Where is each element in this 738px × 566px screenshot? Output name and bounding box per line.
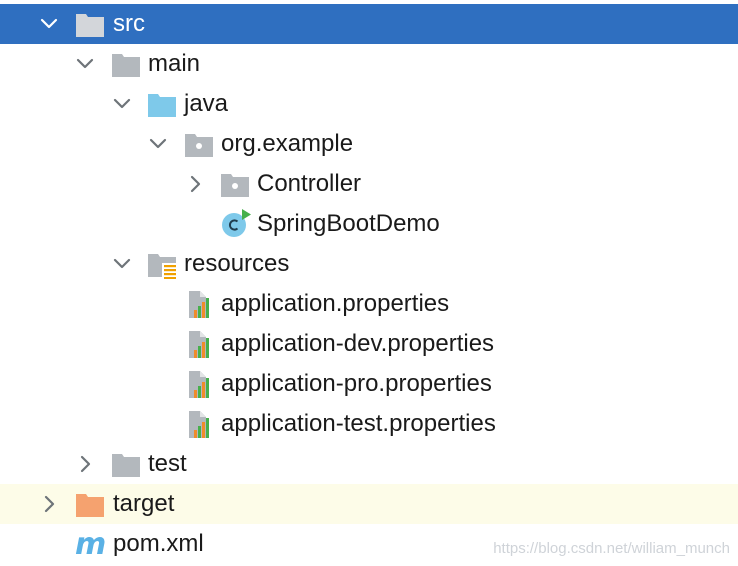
tree-row-application-properties[interactable]: application.properties [0,284,738,324]
tree-row-application-test-properties[interactable]: application-test.properties [0,404,738,444]
tree-row-main[interactable]: main [0,44,738,84]
package-icon [220,164,254,204]
tree-label-main: main [148,50,201,77]
chevron-down-icon[interactable] [110,84,134,124]
tree-label-pom-xml: pom.xml [113,530,204,557]
spring-boot-class-icon [220,204,254,244]
watermark: https://blog.csdn.net/william_munch [493,540,730,557]
properties-file-icon [186,364,220,404]
tree-label-target: target [113,490,175,517]
tree-label-application-dev-properties: application-dev.properties [221,330,495,357]
properties-file-icon [186,284,220,324]
chevron-down-icon[interactable] [146,124,170,164]
tree-label-application-pro-properties: application-pro.properties [221,370,492,397]
svg-text:m: m [75,527,106,562]
package-icon [184,124,218,164]
tree-row-controller[interactable]: Controller [0,164,738,204]
tree-row-pom-xml[interactable]: m pom.xml [0,524,738,564]
tree-row-resources[interactable]: resources [0,244,738,284]
tree-label-test: test [148,450,187,477]
tree-label-application-properties: application.properties [221,290,450,317]
source-folder-icon [147,84,181,124]
tree-label-springbootdemo: SpringBootDemo [257,210,440,237]
tree-row-java[interactable]: java [0,84,738,124]
tree-label-controller: Controller [257,170,362,197]
tree-row-springbootdemo[interactable]: SpringBootDemo [0,204,738,244]
tree-row-application-pro-properties[interactable]: application-pro.properties [0,364,738,404]
tree-label-resources: resources [184,250,290,277]
chevron-right-icon[interactable] [37,484,61,524]
chevron-down-icon[interactable] [73,44,97,84]
excluded-folder-icon [75,484,109,524]
tree-label-org-example: org.example [221,130,354,157]
maven-file-icon: m [74,524,108,564]
tree-label-src: src [113,10,145,37]
chevron-right-icon[interactable] [183,164,207,204]
tree-label-application-test-properties: application-test.properties [221,410,496,437]
tree-row-org-example[interactable]: org.example [0,124,738,164]
tree-row-test[interactable]: test [0,444,738,484]
folder-icon [111,44,145,84]
chevron-down-icon[interactable] [110,244,134,284]
properties-file-icon [186,404,220,444]
tree-row-src[interactable]: src [0,4,738,44]
chevron-down-icon[interactable] [37,4,61,44]
folder-icon [111,444,145,484]
chevron-right-icon[interactable] [73,444,97,484]
tree-row-application-dev-properties[interactable]: application-dev.properties [0,324,738,364]
folder-icon [75,4,109,44]
properties-file-icon [186,324,220,364]
resources-folder-icon [147,244,181,284]
tree-label-java: java [184,90,229,117]
tree-row-target[interactable]: target [0,484,738,524]
